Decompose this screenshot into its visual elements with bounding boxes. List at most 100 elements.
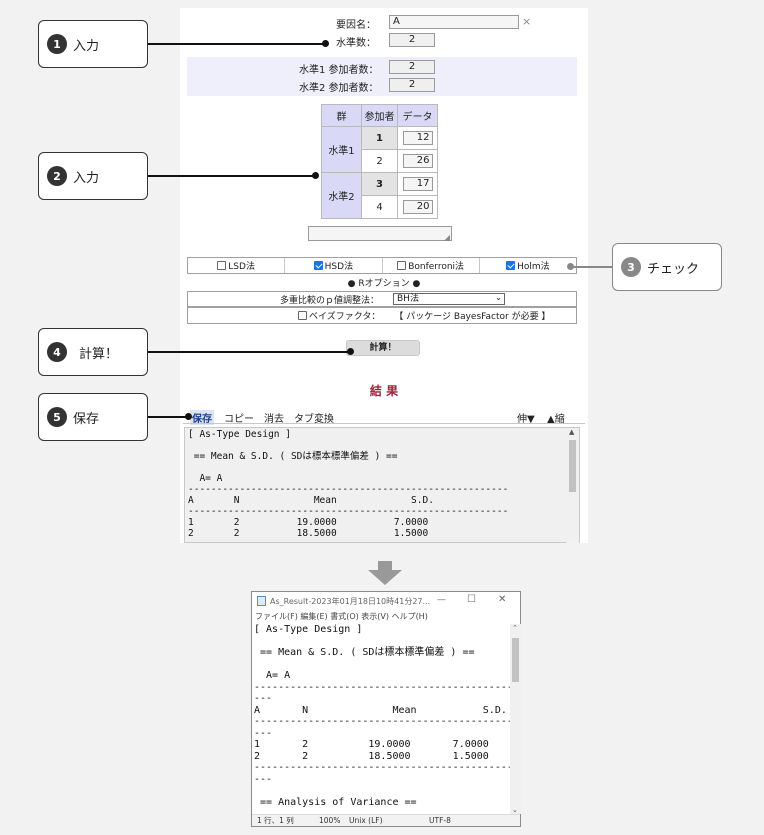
callout-1: 1 入力 [38,20,148,68]
hsd-checkbox[interactable] [313,261,323,270]
method-hsd[interactable]: HSD法 [285,258,383,273]
padj-label: 多重比較のｐ値調整法： [280,295,380,306]
r-options-title: ● Rオプション ● [347,279,421,289]
callout-text: 計算！ [79,346,119,362]
padj-select[interactable]: BH法 ⌄ [393,293,505,305]
level2-participants-input[interactable]: 2 [389,78,435,92]
leader-line [148,416,188,418]
data-input[interactable]: 20 [402,200,433,214]
result-output[interactable]: [ As-Type Design ] == Mean & S.D. ( SDは標… [184,427,580,543]
data-input[interactable]: 12 [402,131,433,145]
clear-icon[interactable]: × [522,15,532,28]
notepad-statusbar: 1 行、1 列 100% Unix (LF) UTF-8 [252,814,520,826]
callout-text: 保存 [73,411,100,427]
erase-button[interactable]: 消去 [264,414,284,425]
notepad-title: As_Result-2023年01月18日10時41分27... [270,596,431,606]
factor-name-label: 要因名： [336,20,376,31]
method-label: Holm法 [517,262,550,272]
level2-participants-label: 水準2 参加者数： [299,83,379,94]
participant-cell: 1 [361,126,398,150]
bayes-note: 【 パッケージ BayesFactor が必要 】 [394,312,551,322]
notepad-titlebar: As_Result-2023年01月18日10時41分27... — ☐ ✕ [252,592,520,610]
calculate-button[interactable]: 計算！ [346,340,420,356]
method-holm[interactable]: Holm法 [480,258,576,273]
leader-line [148,351,350,353]
save-button[interactable]: 保存 [190,410,214,425]
minimize-button[interactable]: — [437,595,446,605]
bayes-label: ベイズファクタ： [309,312,381,322]
lsd-checkbox[interactable] [217,261,227,270]
bayes-checkbox[interactable] [298,311,307,320]
arrow-down-icon [368,561,402,585]
level1-participants-label: 水準1 参加者数： [299,65,379,76]
scroll-thumb[interactable] [569,440,576,492]
participant-cell: 2 [361,149,398,173]
callout-badge: 1 [47,34,67,54]
table-header-participant: 参加者 [361,104,398,127]
chevron-down-icon: ⌄ [495,293,502,302]
main-panel: 要因名： A × 水準数： 2 水準1 参加者数： 2 水準2 参加者数： 2 … [180,8,588,543]
levels-label: 水準数： [336,38,376,49]
data-input[interactable]: 26 [402,154,433,168]
callout-badge: 3 [621,257,641,277]
level1-participants-input[interactable]: 2 [389,60,435,74]
notepad-text[interactable]: [ As-Type Design ] == Mean & S.D. ( SDは標… [254,624,511,808]
callout-text: 入力 [73,170,100,186]
notepad-scrollbar[interactable]: ⌃ ⌄ [510,624,521,814]
status-encoding: UTF-8 [429,816,451,825]
method-bonferroni[interactable]: Bonferroni法 [383,258,480,273]
method-label: HSD法 [324,262,354,272]
method-lsd[interactable]: LSD法 [188,258,286,273]
table-header-data: データ [397,104,438,127]
callout-2: 2 入力 [38,152,148,200]
factor-name-input[interactable]: A [389,15,519,29]
leader-line [572,266,612,268]
bonferroni-checkbox[interactable] [397,261,407,270]
output-scrollbar[interactable]: ▲ [566,428,579,543]
leader-dot [312,172,319,179]
resize-handle-icon[interactable]: ◢ [443,233,450,242]
leader-line [148,43,325,45]
callout-badge: 4 [47,342,67,362]
notepad-icon [257,596,266,606]
group-cell: 水準2 [321,172,362,219]
callout-5: 5 保存 [38,393,148,441]
method-label: LSD法 [228,262,255,272]
results-toolbar: 保存 コピー 消去 タブ変換 [190,410,344,425]
data-input[interactable]: 17 [402,177,433,191]
close-button[interactable]: ✕ [498,594,507,605]
data-cell: 26 [397,149,438,173]
toolbar-divider [183,423,585,424]
maximize-button[interactable]: ☐ [467,594,476,605]
holm-checkbox[interactable] [506,261,516,270]
padj-selected: BH法 [397,294,419,304]
copy-button[interactable]: コピー [224,414,254,425]
leader-dot [347,348,354,355]
data-cell: 20 [397,195,438,219]
callout-badge: 5 [47,407,67,427]
participant-cell: 3 [361,172,398,196]
expand-button[interactable]: 伸▼ [517,414,535,425]
results-title: 結 果 [369,384,399,398]
scroll-up-icon[interactable]: ⌃ [512,624,518,632]
data-cell: 12 [397,126,438,150]
callout-text: チェック [647,261,700,277]
status-position: 1 行、1 列 [257,816,294,825]
leader-line [148,175,315,177]
tab-convert-button[interactable]: タブ変換 [294,414,334,425]
participant-cell: 4 [361,195,398,219]
callout-4: 4 計算！ [38,328,148,376]
bayes-row: ベイズファクタ： 【 パッケージ BayesFactor が必要 】 [187,307,577,324]
callout-badge: 2 [47,166,67,186]
notes-textarea[interactable]: ◢ [308,226,452,242]
padj-row: 多重比較のｐ値調整法： BH法 ⌄ [187,291,577,307]
scroll-up-icon[interactable]: ▲ [569,428,575,436]
shrink-button[interactable]: ▲縮 [547,414,565,425]
data-cell: 17 [397,172,438,196]
notepad-menubar[interactable]: ファイル(F) 編集(E) 書式(O) 表示(V) ヘルプ(H) [255,612,428,621]
scroll-down-icon[interactable]: ⌄ [512,806,518,814]
levels-input[interactable]: 2 [389,33,435,47]
status-zoom: 100% [319,816,341,825]
scroll-thumb[interactable] [512,638,519,682]
leader-dot [185,413,192,420]
